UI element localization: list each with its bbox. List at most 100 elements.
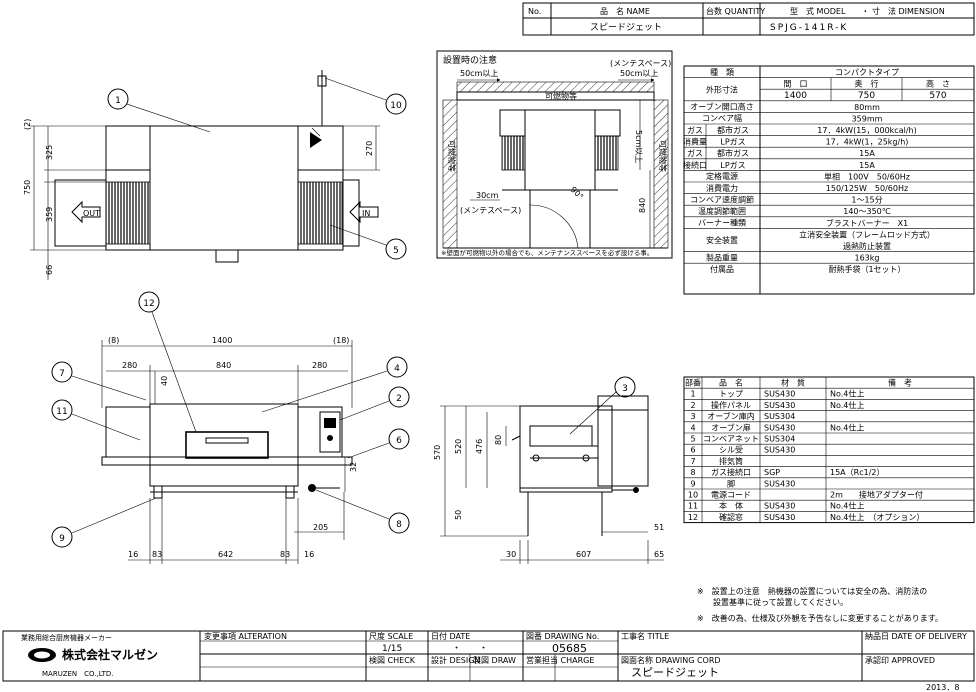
dim-1400: 1400 <box>212 336 232 345</box>
parts-name: コンベアネット <box>703 435 759 444</box>
balloon-3: 3 <box>622 384 628 394</box>
balloon-11: 11 <box>56 407 67 417</box>
spec-row-value: 17．4kW(1，25kg/h) <box>826 138 909 147</box>
parts-material: SUS430 <box>764 401 795 410</box>
balloon-12: 12 <box>143 299 154 309</box>
height-label: 840 <box>638 198 647 213</box>
spec-row-value: 140～350℃ <box>843 207 891 216</box>
parts-header: 備 考 <box>888 378 912 388</box>
parts-number: 9 <box>690 479 695 488</box>
name-label: 品 名 NAME <box>600 6 650 16</box>
spec-sub-label: 都市ガス <box>717 148 749 158</box>
dim-32: 32 <box>349 462 358 472</box>
parts-material: SUS430 <box>764 479 795 488</box>
spec-row-value: 359mm <box>852 114 883 123</box>
parts-remark: 15A（Rc1/2） <box>830 468 884 477</box>
dim-840: 840 <box>216 361 231 370</box>
model-label: 型 式 MODEL ・ 寸 法 DIMENSION <box>790 6 945 16</box>
spec-depth-label: 奥 行 <box>855 79 879 89</box>
dim-65: 65 <box>654 550 664 559</box>
spec-row-label: 製品重量 <box>706 252 738 262</box>
parts-header: 部番 <box>685 378 701 388</box>
note-line-3: ※ 改善の為、仕様及び外観を予告なしに変更することがあります。 <box>697 613 943 623</box>
parts-material: SUS430 <box>764 390 795 399</box>
dim-2: (2) <box>23 119 32 130</box>
parts-number: 1 <box>690 390 695 399</box>
spec-row-value: ブラストバーナー X1 <box>826 218 908 228</box>
bottom-clearance: 30cm <box>476 191 499 200</box>
company-name: 株式会社マルゼン <box>62 647 158 662</box>
top-view: 1 10 5 OUT IN (2) 325 <box>23 70 407 280</box>
dim-359: 359 <box>45 207 54 222</box>
out-label: OUT <box>83 209 100 218</box>
parts-number: 7 <box>690 457 695 466</box>
install-note: ※壁面が可燃物以外の場合でも、メンテナンススペースを必ず設ける事。 <box>441 248 653 257</box>
dim-325: 325 <box>45 145 54 160</box>
parts-name: 脚 <box>727 478 735 488</box>
right-clearance: 50cm以上 <box>620 69 658 78</box>
parts-name: オーブン扉 <box>711 422 751 432</box>
spec-row-value: 15A <box>859 149 875 158</box>
parts-remark: No.4仕上 <box>830 389 864 399</box>
scale-label: 尺度 SCALE <box>369 631 413 641</box>
dim-30: 30 <box>506 550 516 559</box>
approved-label: 承認印 APPROVED <box>865 655 935 665</box>
notes: ※ 設置上の注意 熱機器の設置については安全の為、消防法の 設置基準に従って設置… <box>697 586 943 623</box>
spec-row-value: 単相 100V 50/60Hz <box>824 171 910 181</box>
dim-50: 50 <box>454 510 463 520</box>
parts-name: 操作パネル <box>711 400 751 410</box>
spec-row-value: 耐熱手袋（1セット） <box>828 264 905 274</box>
spec-sub-label: LPガス <box>720 160 745 170</box>
draw-label: 製図 DRAW <box>473 655 516 665</box>
parts-name: シル受 <box>719 445 743 455</box>
balloon-9: 9 <box>59 534 65 544</box>
dim-80: 80 <box>494 435 503 445</box>
maint-top-label: (メンテスペース) <box>610 59 671 68</box>
dim-16-right: 16 <box>304 550 314 559</box>
maint-bottom-label: (メンテスペース) <box>460 206 521 215</box>
parts-remark: No.4仕上 <box>830 501 864 511</box>
title-block: No. 品 名 NAME 台数 QUANTITY 型 式 MODEL ・ 寸 法… <box>522 2 975 36</box>
spec-sub-label: LPガス <box>720 137 745 147</box>
dim-476: 476 <box>475 439 484 454</box>
model-value: SPJG-141R-K <box>770 23 848 33</box>
dim-520: 520 <box>454 439 463 454</box>
spec-row-label: コンベア速度調節 <box>690 194 754 204</box>
dim-607: 607 <box>576 550 591 559</box>
parts-remark: No.4仕上 （オプション） <box>830 512 924 522</box>
spec-height-value: 570 <box>929 91 946 101</box>
spec-row-value: 1～15分 <box>851 196 882 205</box>
check-label: 検図 CHECK <box>369 655 416 665</box>
dim-83-left: 83 <box>152 550 162 559</box>
parts-material: SGP <box>764 468 780 477</box>
spec-row-value: 80mm <box>854 103 880 112</box>
spec-group-label: 消費量 <box>683 137 707 147</box>
parts-number: 2 <box>690 401 695 410</box>
spec-width-value: 1400 <box>784 91 807 101</box>
balloon-1: 1 <box>115 96 121 106</box>
balloon-5: 5 <box>393 246 399 256</box>
dim-83-right: 83 <box>280 550 290 559</box>
parts-number: 11 <box>688 502 698 511</box>
parts-material: SUS430 <box>764 513 795 522</box>
parts-name: トップ <box>719 390 743 399</box>
drawing-cord-value: スピードジェット <box>631 666 719 679</box>
parts-name: 確認窓 <box>719 512 743 522</box>
spec-dims-label: 外形寸法 <box>706 85 738 95</box>
parts-number: 5 <box>690 435 695 444</box>
drawing-no-label: 図番 DRAWING No. <box>526 631 599 641</box>
spec-row-label: 安全装置 <box>706 235 738 245</box>
spec-row-label: オーブン開口高さ <box>690 102 754 112</box>
work-name-label: 工事名 TITLE <box>621 631 669 641</box>
date-label: 日付 DATE <box>431 631 470 641</box>
installation-diagram: 設置時の注意 (メンテスペース) 50cm以上 50cm以上 可燃物等 可燃物等… <box>436 50 673 259</box>
spec-row-value: 163kg <box>855 254 880 263</box>
spec-group-label: ガス <box>687 148 703 158</box>
spec-height-label: 高 さ <box>926 79 950 89</box>
balloon-6: 6 <box>396 436 402 446</box>
spec-width-label: 間 口 <box>784 80 808 89</box>
scale-value: 1/15 <box>382 644 402 654</box>
parts-material: SUS430 <box>764 502 795 511</box>
